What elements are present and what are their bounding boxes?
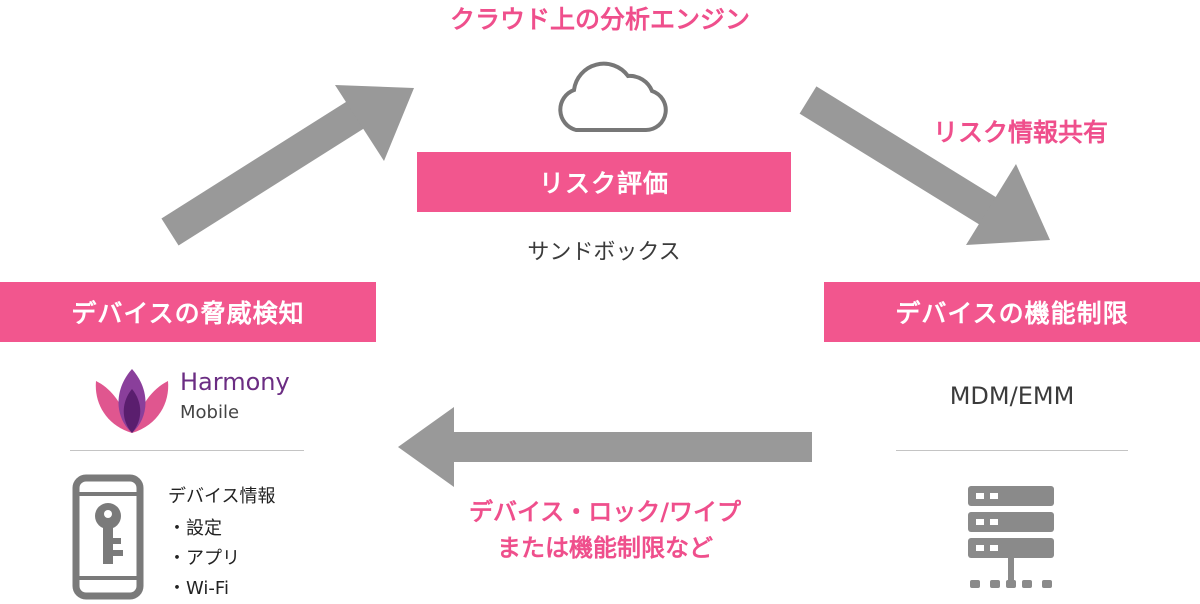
arrow-to-device — [398, 407, 812, 487]
device-info-title: デバイス情報 — [168, 486, 276, 507]
server-icon — [968, 486, 1054, 588]
cloud-title: クラウド上の分析エンジン — [449, 5, 750, 34]
share-label: リスク情報共有 — [933, 118, 1109, 147]
info-item-settings: ・設定 — [168, 518, 222, 539]
info-item-wifi: ・Wi-Fi — [168, 578, 229, 599]
control-band: デバイスの機能制限 — [824, 282, 1200, 342]
logo-mobile: Mobile — [180, 402, 240, 423]
info-item-apps: ・アプリ — [168, 548, 240, 569]
control-label: デバイスの機能制限 — [895, 299, 1129, 328]
arrow-to-cloud — [161, 85, 414, 246]
lotus-logo-icon — [95, 369, 169, 433]
phone-key-icon — [72, 474, 144, 600]
detect-band: デバイスの脅威検知 — [0, 282, 376, 342]
action-line-2: または機能制限など — [497, 534, 713, 562]
arrow-to-control — [799, 86, 1050, 245]
cloud-icon — [558, 61, 668, 132]
risk-eval-label: リスク評価 — [538, 169, 669, 198]
action-text: デバイス・ロック/ワイプ または機能制限など — [398, 494, 812, 566]
logo-harmony: Harmony — [180, 368, 290, 396]
device-info: デバイス情報 ・設定 ・アプリ ・Wi-Fi — [168, 482, 275, 604]
risk-eval-band: リスク評価 — [417, 152, 791, 212]
action-line-1: デバイス・ロック/ワイプ — [468, 498, 742, 526]
sandbox-label: サンドボックス — [527, 240, 681, 265]
left-divider — [70, 450, 304, 451]
mdm-emm-label: MDM/EMM — [949, 382, 1075, 410]
detect-label: デバイスの脅威検知 — [71, 299, 305, 328]
right-divider — [896, 450, 1128, 451]
